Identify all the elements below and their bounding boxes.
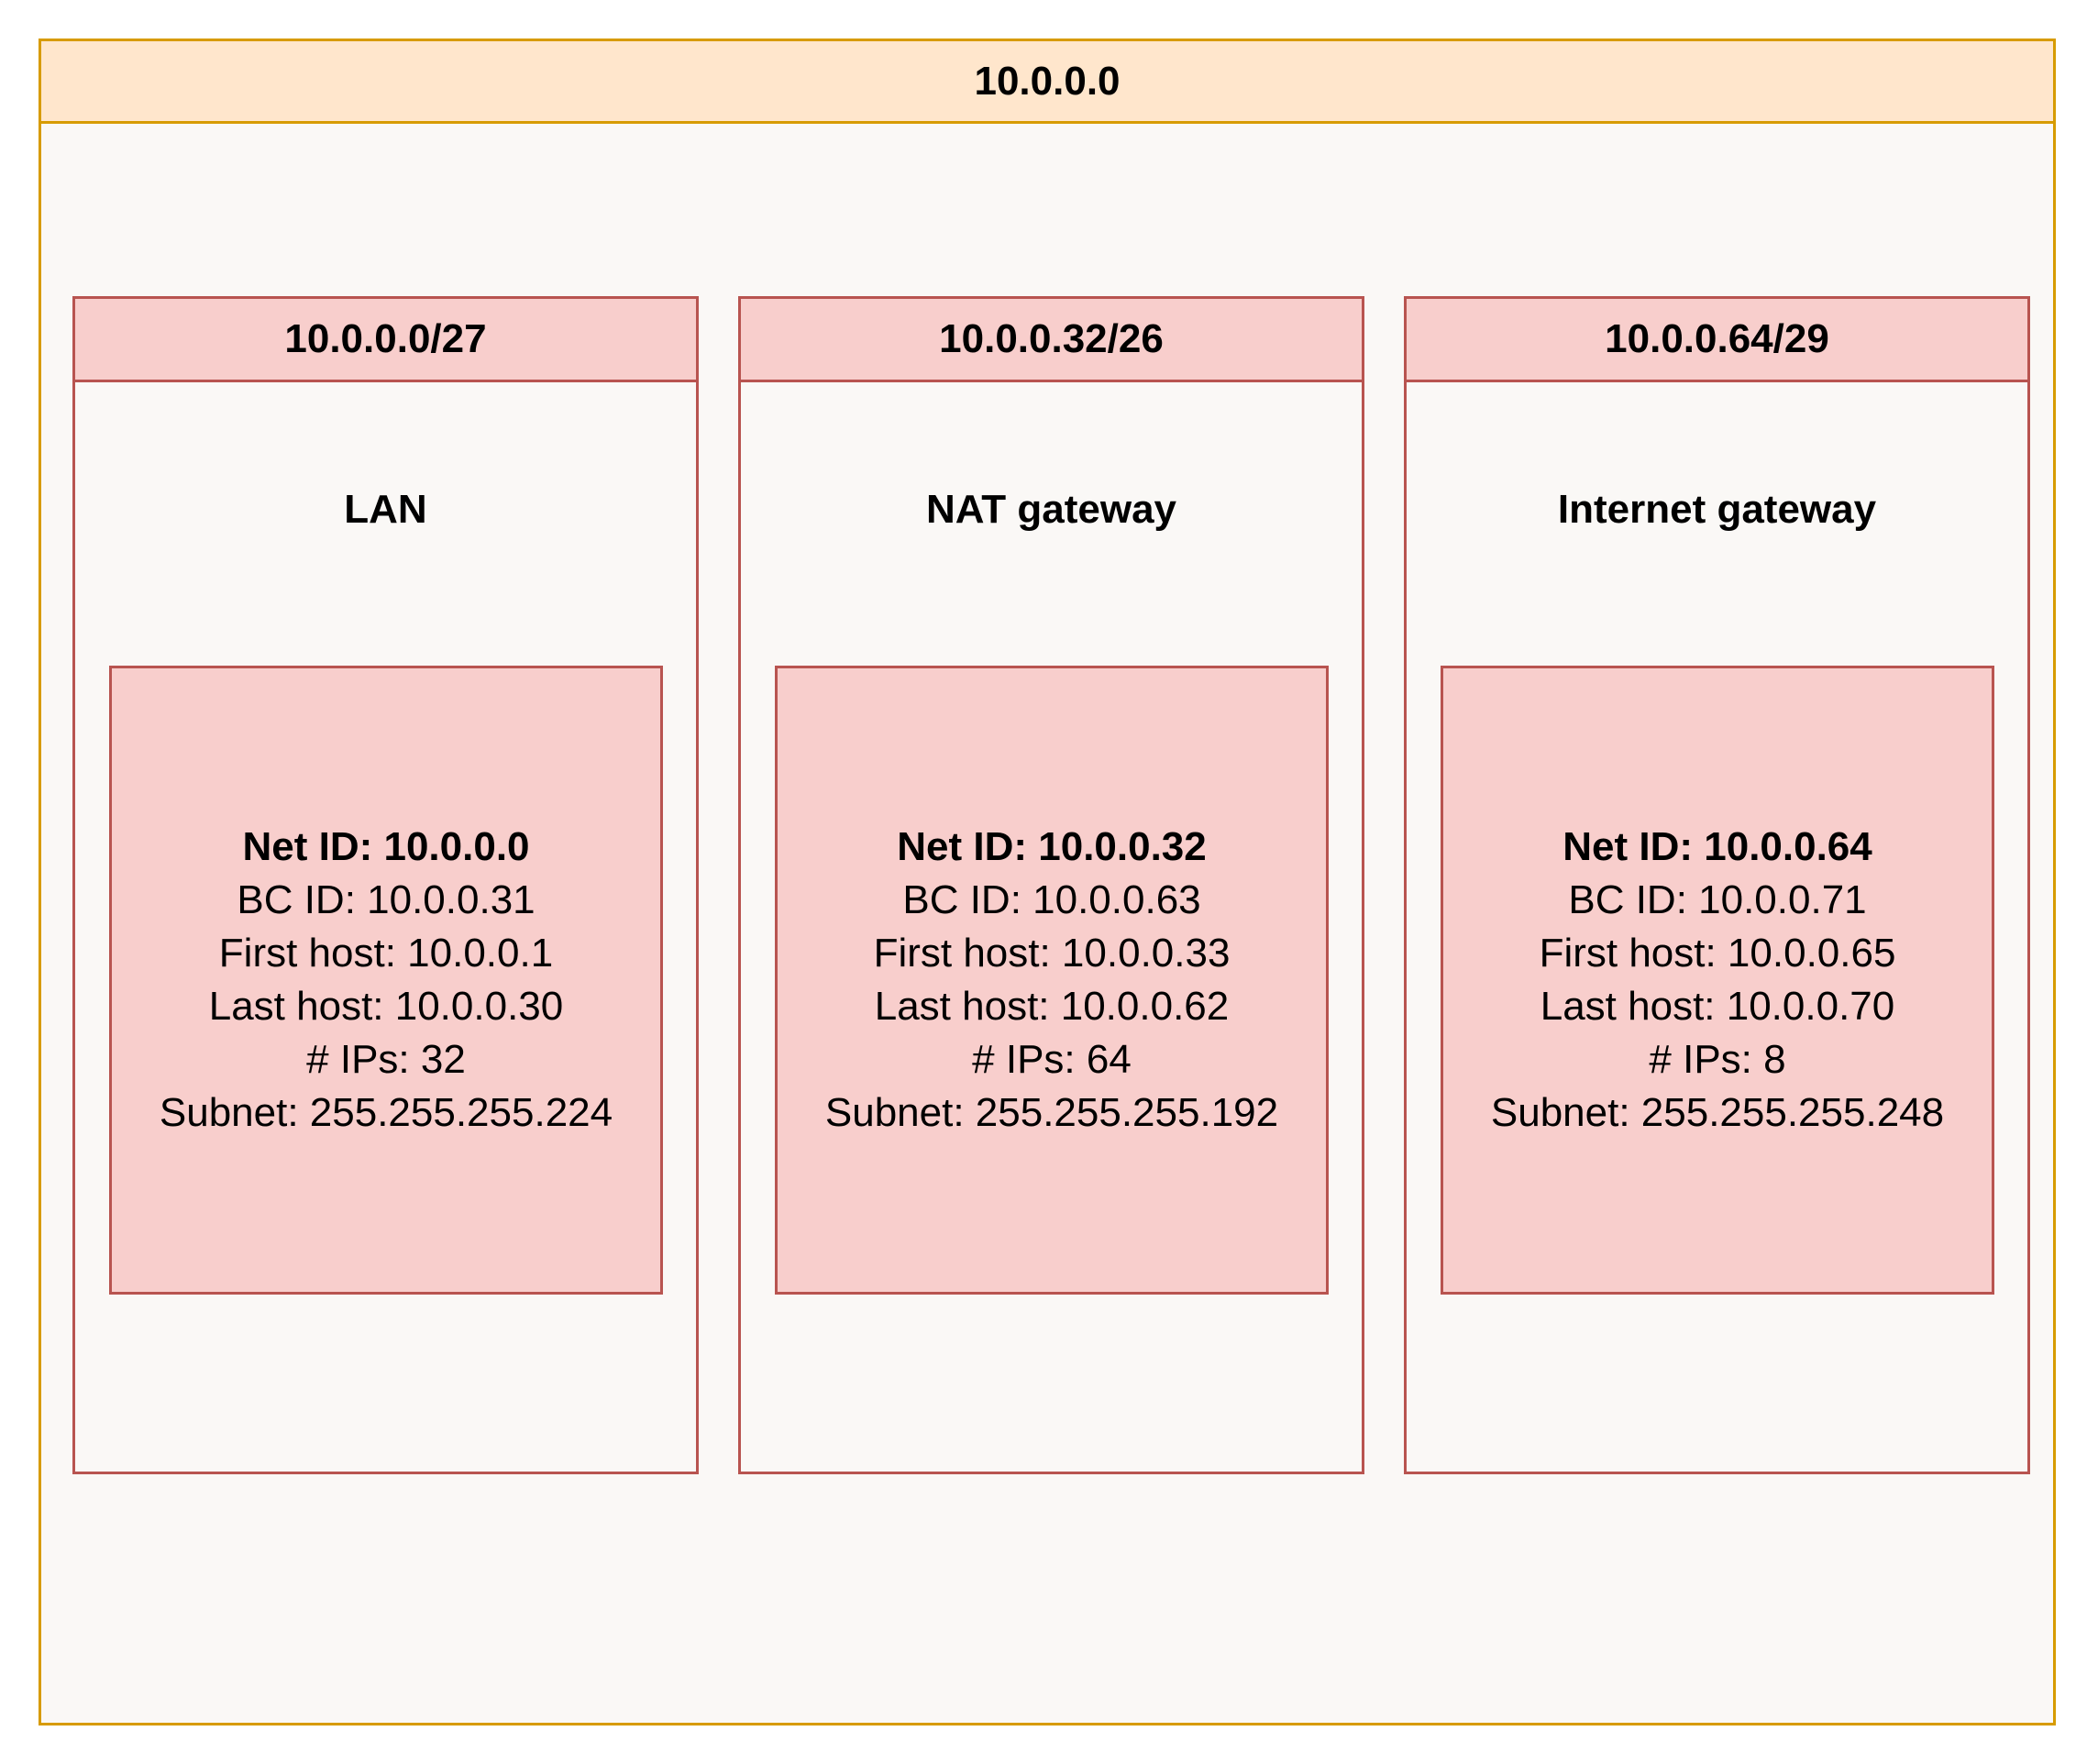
- ip-count: # IPs: 64: [972, 1037, 1132, 1082]
- first-host: First host: 10.0.0.33: [873, 931, 1231, 976]
- last-host: Last host: 10.0.0.70: [1540, 984, 1895, 1029]
- network-container: 10.0.0.0 10.0.0.0/27 LAN Net ID: 10.0.0.…: [39, 39, 2056, 1725]
- broadcast-id: BC ID: 10.0.0.71: [1568, 877, 1867, 922]
- network-title: 10.0.0.0: [41, 41, 2053, 124]
- subnet-cidr: 10.0.0.64/29: [1407, 299, 2027, 382]
- subnet-container-nat-gateway: 10.0.0.32/26 NAT gateway Net ID: 10.0.0.…: [738, 296, 1364, 1474]
- subnet-label: LAN: [344, 487, 427, 532]
- subnet-mask: Subnet: 255.255.255.224: [159, 1090, 613, 1135]
- net-id: Net ID: 10.0.0.32: [897, 824, 1207, 869]
- net-id: Net ID: 10.0.0.0: [242, 824, 530, 869]
- subnet-cidr: 10.0.0.0/27: [75, 299, 696, 382]
- subnet-cidr: 10.0.0.32/26: [741, 299, 1362, 382]
- subnet-info-box: Net ID: 10.0.0.64 BC ID: 10.0.0.71 First…: [1441, 666, 1994, 1295]
- subnet-container-internet-gateway: 10.0.0.64/29 Internet gateway Net ID: 10…: [1404, 296, 2030, 1474]
- subnet-label: Internet gateway: [1557, 487, 1877, 532]
- last-host: Last host: 10.0.0.30: [208, 984, 564, 1029]
- subnet-info-box: Net ID: 10.0.0.32 BC ID: 10.0.0.63 First…: [775, 666, 1329, 1295]
- last-host: Last host: 10.0.0.62: [874, 984, 1230, 1029]
- broadcast-id: BC ID: 10.0.0.63: [902, 877, 1201, 922]
- ip-count: # IPs: 8: [1649, 1037, 1786, 1082]
- broadcast-id: BC ID: 10.0.0.31: [237, 877, 536, 922]
- first-host: First host: 10.0.0.65: [1539, 931, 1896, 976]
- first-host: First host: 10.0.0.1: [218, 931, 554, 976]
- subnet-info-box: Net ID: 10.0.0.0 BC ID: 10.0.0.31 First …: [109, 666, 663, 1295]
- subnet-mask: Subnet: 255.255.255.192: [824, 1090, 1279, 1135]
- net-id: Net ID: 10.0.0.64: [1562, 824, 1872, 869]
- subnet-container-lan: 10.0.0.0/27 LAN Net ID: 10.0.0.0 BC ID: …: [72, 296, 699, 1474]
- subnet-mask: Subnet: 255.255.255.248: [1490, 1090, 1945, 1135]
- ip-count: # IPs: 32: [306, 1037, 466, 1082]
- subnet-label: NAT gateway: [925, 487, 1177, 532]
